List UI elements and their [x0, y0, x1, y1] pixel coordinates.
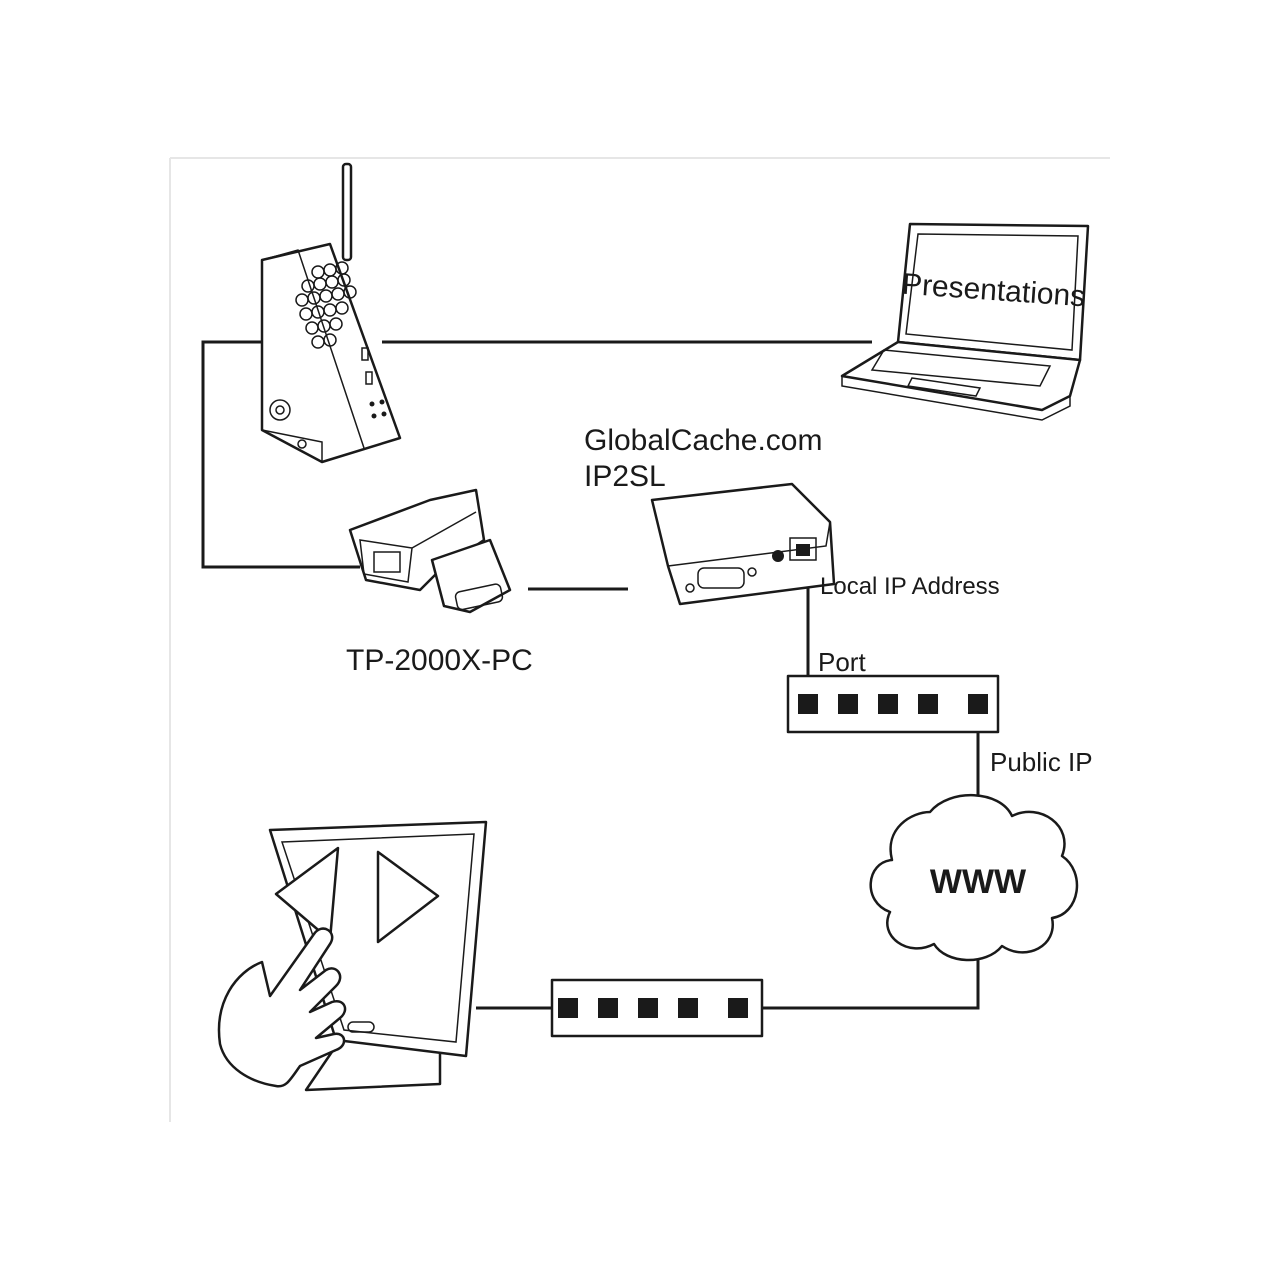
serial-port-icon [697, 567, 745, 589]
hand-icon [217, 927, 347, 1088]
line-transmitter-adapter [201, 340, 360, 569]
network-switch-top [786, 674, 1000, 734]
speaker-grille [295, 261, 357, 349]
switch-port [558, 998, 578, 1018]
local-ip-label: Local IP Address [820, 573, 1000, 600]
switch-port [878, 694, 898, 714]
public-ip-label: Public IP [990, 747, 1093, 777]
next-slide-icon [376, 850, 440, 944]
ip2sl-device: GlobalCache.com IP2SL [584, 424, 836, 606]
switch-port [598, 998, 618, 1018]
diagram-frame [169, 157, 1110, 1122]
db9-connector-icon [454, 583, 504, 611]
tablet-device [217, 820, 488, 1092]
ethernet-port-icon [789, 537, 817, 561]
switch-port [728, 998, 748, 1018]
port-label: Port [818, 647, 866, 677]
laptop: Presentations [840, 222, 1090, 421]
network-switch-bottom [550, 978, 764, 1038]
home-button-icon [347, 1021, 375, 1033]
switch-port [678, 998, 698, 1018]
ip2sl-label-model: IP2SL [584, 460, 666, 493]
ip2sl-label-brand: GlobalCache.com [584, 424, 822, 457]
internet-cloud: WWW [869, 793, 1079, 962]
switch-port [968, 694, 988, 714]
line-cloud-switch-bottom [762, 955, 980, 1010]
wireless-transmitter [260, 162, 402, 464]
switch-port [798, 694, 818, 714]
previous-slide-icon [274, 846, 340, 942]
switch-port [838, 694, 858, 714]
adapter-label: TP-2000X-PC [346, 644, 533, 677]
switch-port [918, 694, 938, 714]
xlr-connector-icon [269, 399, 291, 421]
power-jack-icon [772, 550, 784, 562]
tp-adapter: TP-2000X-PC [346, 488, 533, 677]
cloud-label: WWW [930, 863, 1027, 901]
switch-port [638, 998, 658, 1018]
antenna [341, 162, 353, 262]
